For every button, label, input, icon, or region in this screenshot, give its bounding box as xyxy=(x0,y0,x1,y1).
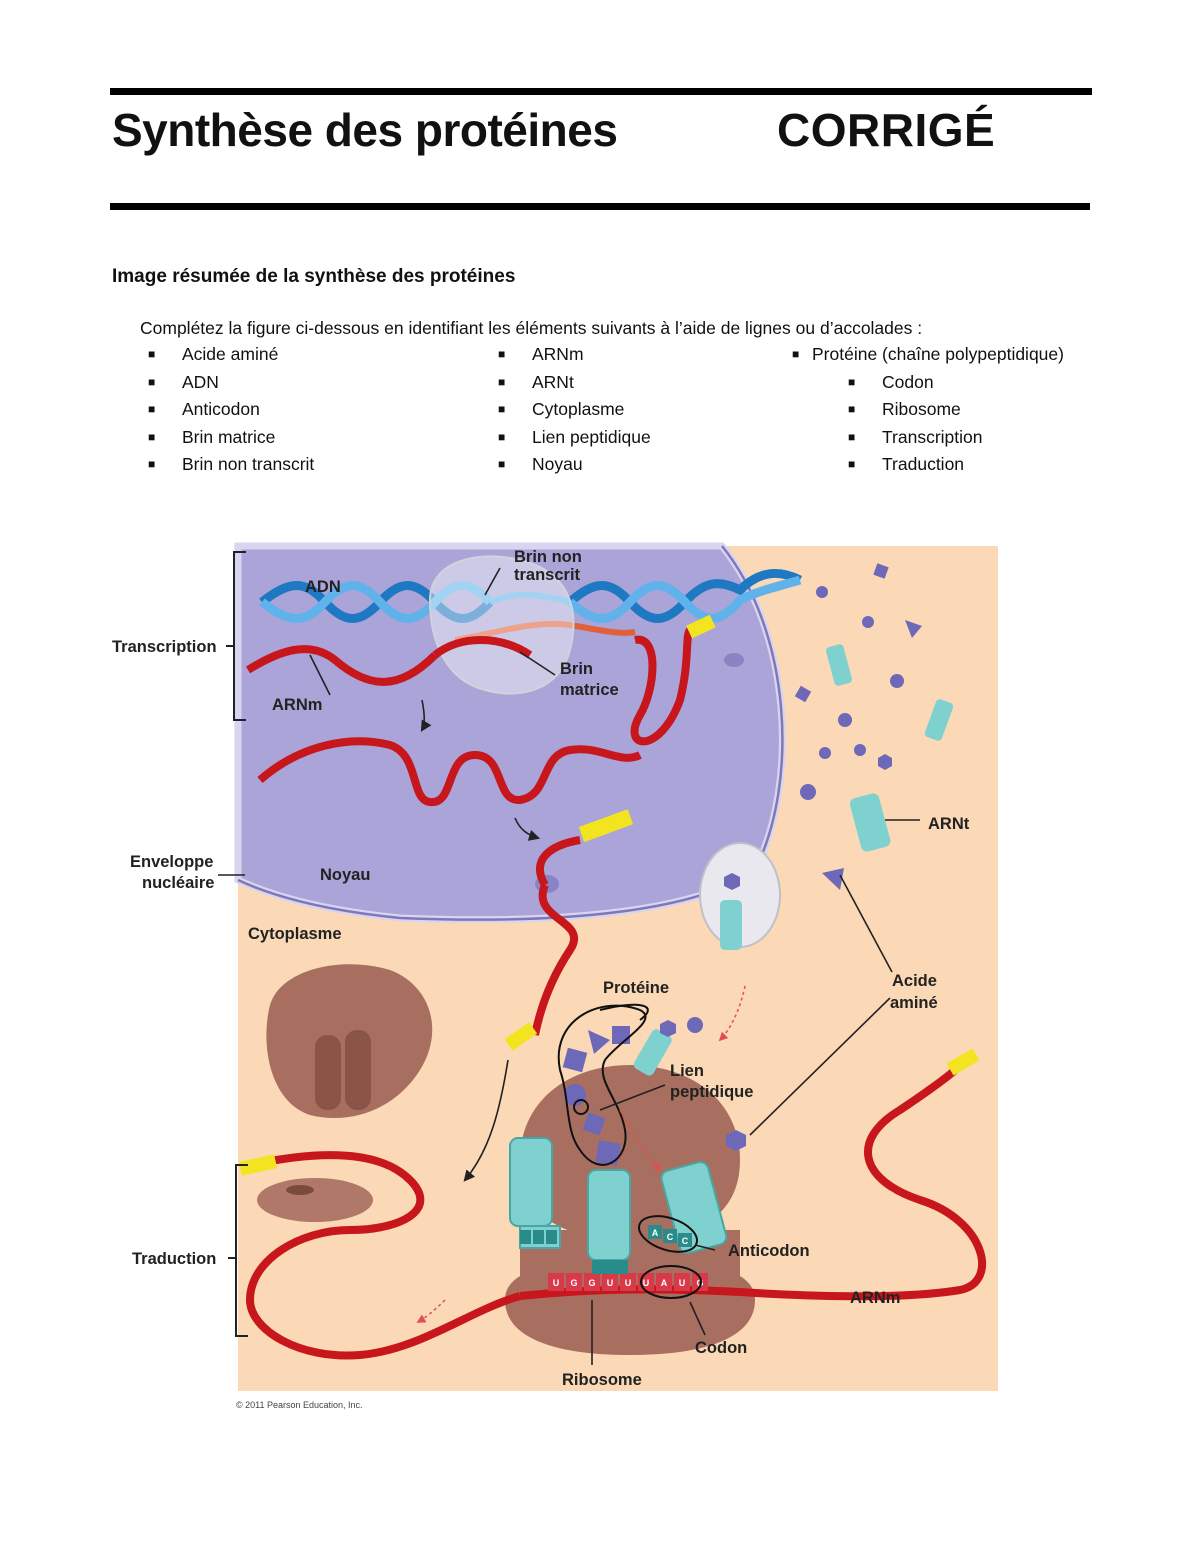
label-arnt: ARNt xyxy=(928,815,970,833)
trna-in-enzyme xyxy=(720,900,742,950)
label-brin-matrice: matrice xyxy=(560,681,619,699)
page-title: Synthèse des protéines xyxy=(112,104,618,156)
svg-text:U: U xyxy=(679,1278,686,1288)
protein-loop xyxy=(557,1004,647,1166)
list-item: ■ADN xyxy=(148,371,219,392)
copyright-text: © 2011 Pearson Education, Inc. xyxy=(236,1400,363,1410)
label-lien-peptidique: Lien xyxy=(670,1062,704,1080)
label-noyau: Noyau xyxy=(320,866,370,884)
protein-synthesis-figure: U G G U U U A U G A C C xyxy=(112,542,998,1410)
flow-arrow xyxy=(463,1059,509,1182)
trna-free xyxy=(849,793,891,852)
label-brin-non-transcrit: Brin non xyxy=(514,548,582,566)
list-item: ■Transcription xyxy=(848,426,983,447)
nuclear-envelope xyxy=(237,545,784,921)
svg-text:C: C xyxy=(682,1236,689,1246)
label-cytoplasme: Cytoplasme xyxy=(248,925,342,943)
label-brin-non-transcrit: transcrit xyxy=(514,566,581,584)
list-item: ■ARNt xyxy=(498,371,574,392)
anticodon-group: A C C xyxy=(648,1225,692,1247)
label-codon: Codon xyxy=(695,1339,747,1357)
mrna-cap xyxy=(946,1048,980,1076)
top-rule xyxy=(110,88,1092,95)
er-fold xyxy=(315,1035,341,1110)
list-item: ■Traduction xyxy=(848,454,965,474)
label-enveloppe: nucléaire xyxy=(142,874,214,892)
trna-free xyxy=(924,699,954,741)
traduction-bracket xyxy=(235,1164,248,1337)
term-list-col1: ■Acide aminé ■ADN ■Anticodon ■Brin matri… xyxy=(148,341,478,479)
label-enveloppe: Enveloppe xyxy=(130,853,213,871)
term-list-col2: ■ARNm ■ARNt ■Cytoplasme ■Lien peptidique… xyxy=(498,341,778,479)
label-arnm-top: ARNm xyxy=(272,696,322,714)
peptide-bond-marker xyxy=(573,1099,589,1115)
label-transcription: Transcription xyxy=(112,638,217,656)
label-brin-matrice: Brin xyxy=(560,660,593,678)
label-acide-amine: aminé xyxy=(890,994,938,1012)
list-item: ■Noyau xyxy=(498,454,583,474)
label-acide-amine: Acide xyxy=(892,972,937,990)
mrna-cap xyxy=(504,1022,538,1051)
svg-text:U: U xyxy=(625,1278,632,1288)
nuclear-pore xyxy=(724,653,744,667)
anticodon-marker xyxy=(638,1215,698,1253)
list-item: ■Anticodon xyxy=(148,399,260,419)
section-heading: Image résumée de la synthèse des protéin… xyxy=(112,266,516,287)
mrna-cap xyxy=(578,809,634,843)
label-lien-peptidique: peptidique xyxy=(670,1083,753,1101)
label-ribosome: Ribosome xyxy=(562,1371,642,1389)
trna-center xyxy=(587,1169,631,1274)
mitochondrion xyxy=(257,1178,373,1222)
trna-free xyxy=(826,644,852,686)
bottom-rule xyxy=(110,203,1090,210)
label-proteine: Protéine xyxy=(603,979,669,997)
svg-text:G: G xyxy=(570,1278,577,1288)
trna-free xyxy=(633,1029,672,1076)
list-item: ■Cytoplasme xyxy=(498,399,625,419)
svg-text:C: C xyxy=(667,1232,674,1242)
protein-loop xyxy=(599,1003,649,1021)
direction-arrow xyxy=(416,1299,446,1323)
direction-arrow xyxy=(619,1109,662,1172)
flow-arrow xyxy=(420,699,432,732)
svg-text:A: A xyxy=(652,1228,659,1238)
list-item: ■Lien peptidique xyxy=(498,426,651,447)
flow-arrow xyxy=(514,817,541,841)
dna-helix xyxy=(259,568,803,643)
transcription-bubble xyxy=(428,555,575,695)
codon-row: U G G U U U A U G xyxy=(548,1273,708,1291)
list-item: ■Codon xyxy=(848,371,934,392)
amino-acids xyxy=(660,563,922,1151)
list-item: ■Brin matrice xyxy=(148,426,276,447)
term-list-col3: ■Protéine (chaîne polypeptidique) ■Codon… xyxy=(792,341,1092,479)
mrna-nucleus xyxy=(245,627,694,1036)
direction-arrow xyxy=(718,985,746,1042)
list-item: ■ARNm xyxy=(498,344,584,364)
mrna-cap xyxy=(238,1154,278,1176)
label-traduction: Traduction xyxy=(132,1250,216,1268)
label-anticodon: Anticodon xyxy=(728,1242,810,1260)
trna-left xyxy=(509,1137,561,1249)
list-item: ■Ribosome xyxy=(848,399,961,419)
corrige-badge: CORRIGÉ xyxy=(777,104,996,156)
list-item: ■Protéine (chaîne polypeptidique) xyxy=(792,344,1064,364)
label-pointers xyxy=(218,567,920,1365)
label-arnm-bottom: ARNm xyxy=(850,1289,900,1307)
mitochondrion-inner xyxy=(286,1185,314,1195)
mrna-cap xyxy=(686,614,716,639)
list-item: ■Brin non transcrit xyxy=(148,454,315,474)
list-item: ■Acide aminé xyxy=(148,344,279,364)
label-adn: ADN xyxy=(305,578,341,596)
svg-text:U: U xyxy=(607,1278,614,1288)
svg-text:G: G xyxy=(588,1278,595,1288)
polypeptide-chain xyxy=(562,1026,630,1166)
transcription-bracket xyxy=(233,551,246,721)
codon-marker xyxy=(640,1265,702,1299)
er-fold xyxy=(345,1030,371,1110)
svg-text:U: U xyxy=(643,1278,650,1288)
instructions-text: Complétez la figure ci-dessous en identi… xyxy=(140,318,923,338)
svg-text:U: U xyxy=(553,1278,560,1288)
trna-right: A C C xyxy=(648,1161,728,1254)
svg-text:A: A xyxy=(661,1278,668,1288)
